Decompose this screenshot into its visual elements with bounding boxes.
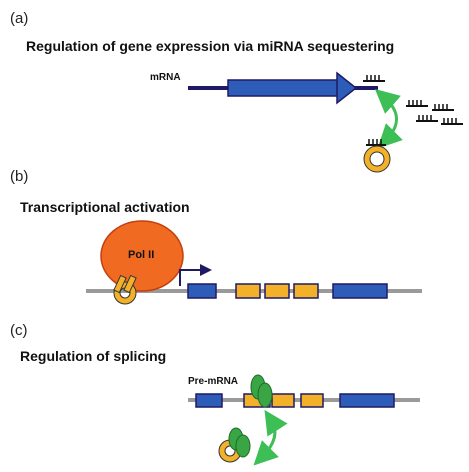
binding-equilibrium-arrow <box>374 89 403 149</box>
mrna-direction-arrowhead <box>336 71 358 105</box>
pre-mrna-label: Pre-mRNA <box>188 376 239 387</box>
mrna-coding-region <box>227 79 339 97</box>
pre-mrna-exon-blue-2 <box>339 393 395 408</box>
panel-a-title: Regulation of gene expression via miRNA … <box>26 38 395 54</box>
splicing-equilibrium-arrow <box>253 409 288 466</box>
mirna-free-4 <box>441 118 463 125</box>
exon-yellow-3 <box>293 283 319 299</box>
panel-b-title: Transcriptional activation <box>20 199 190 215</box>
exon-yellow-2 <box>264 283 290 299</box>
splicing-factor-bound <box>250 374 273 408</box>
panel-a-diagram <box>188 71 463 173</box>
pre-mrna-exon-yellow-2 <box>271 393 295 408</box>
panel-a-letter: (a) <box>10 10 29 27</box>
circrna-at-promoter <box>113 274 137 305</box>
panel-b-diagram <box>86 220 422 305</box>
panel-c-diagram <box>188 374 420 466</box>
mirna-bound <box>363 75 385 82</box>
circrna-splicing-complex <box>218 427 251 463</box>
mirna-free-1 <box>406 100 428 107</box>
mirna-free-2 <box>432 104 454 111</box>
mirna-free-3 <box>416 115 438 122</box>
panel-b-letter: (b) <box>10 168 29 185</box>
exon-blue-1 <box>187 283 217 299</box>
panel-c-title: Regulation of splicing <box>20 348 167 364</box>
exon-blue-2 <box>332 283 388 299</box>
panel-c-letter: (c) <box>10 322 28 339</box>
pre-mrna-exon-yellow-3 <box>300 393 324 408</box>
pre-mrna-exon-blue-1 <box>195 393 223 408</box>
mrna-label: mRNA <box>150 72 181 83</box>
exon-yellow-1 <box>235 283 261 299</box>
circrna-mirna-complex <box>363 139 391 173</box>
transcription-start-arrow <box>179 264 212 286</box>
pol-ii-enzyme <box>100 220 184 292</box>
pol-ii-label: Pol II <box>128 249 155 261</box>
